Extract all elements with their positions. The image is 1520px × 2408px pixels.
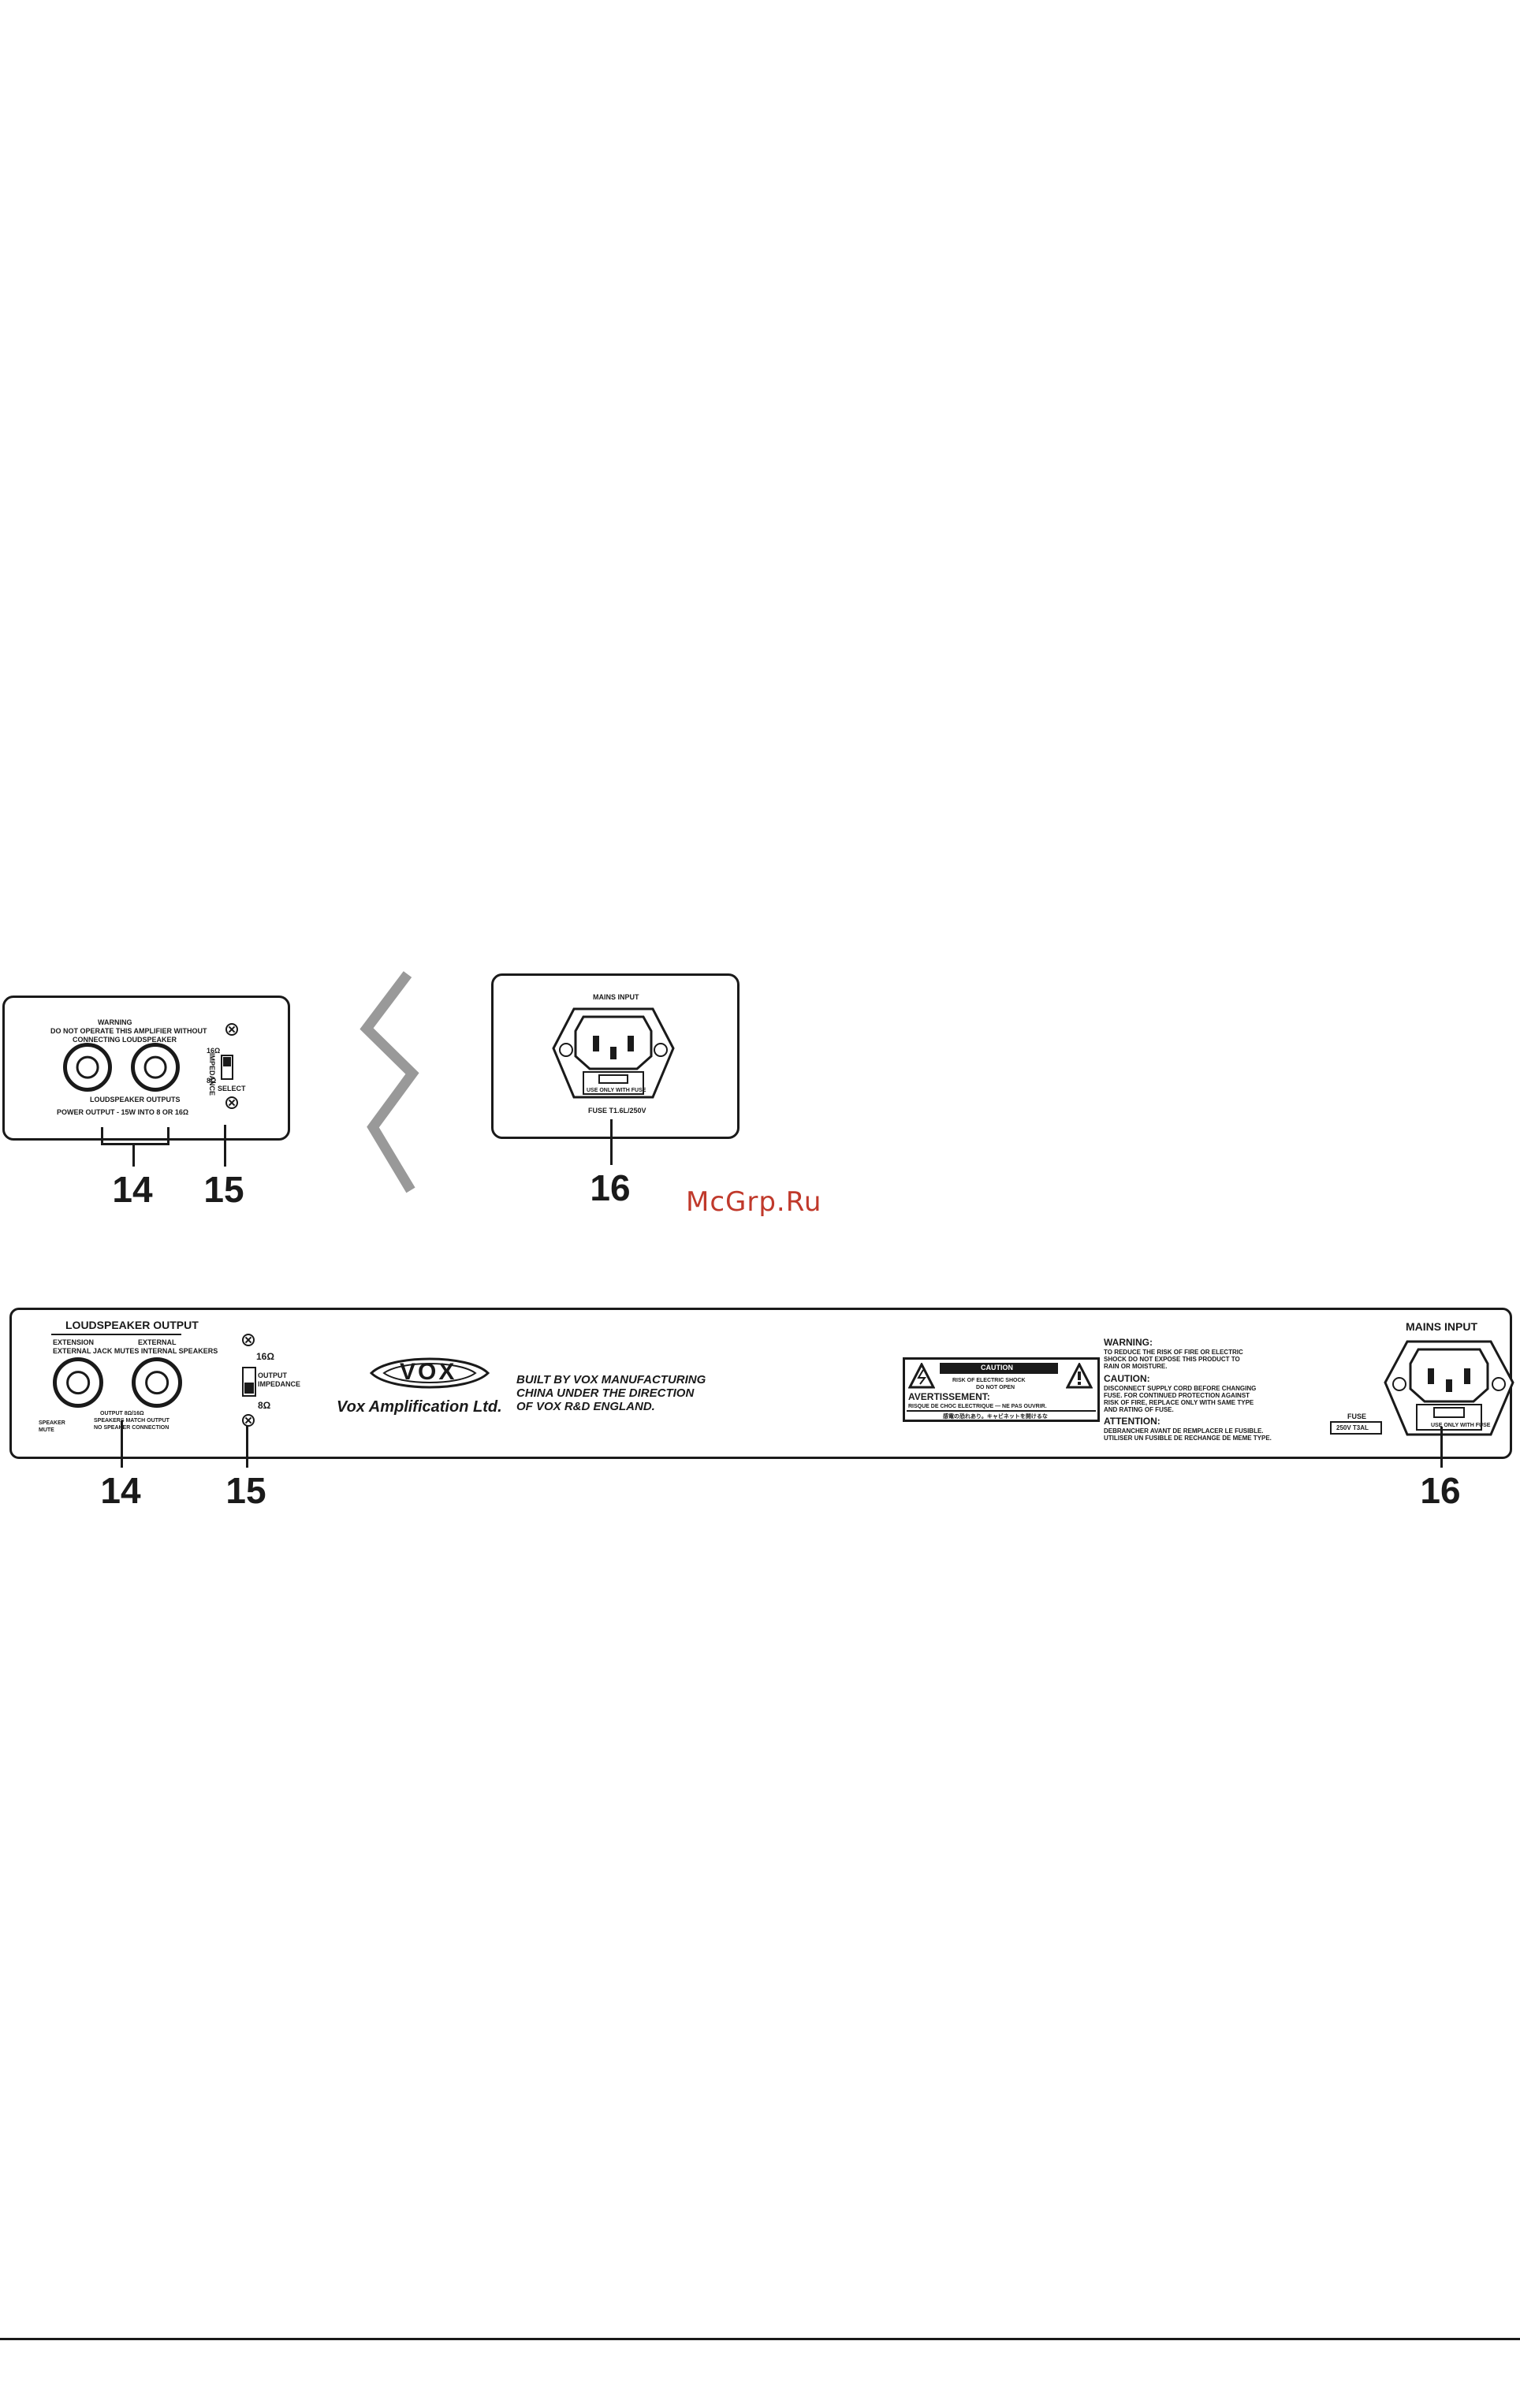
caution-title: CAUTION: [981, 1364, 1013, 1371]
output-note-1: OUTPUT 8Ω/16Ω: [100, 1411, 144, 1416]
break-symbol-icon: [360, 971, 419, 1193]
output-impedance-switch[interactable]: [242, 1367, 256, 1397]
callout-15-top: 15: [203, 1169, 244, 1210]
warning-heading: WARNING:: [1104, 1337, 1153, 1348]
attention-heading: ATTENTION:: [1104, 1416, 1160, 1427]
callout-15-bottom: 15: [225, 1470, 266, 1511]
rear-fuse-value: 250V T3AL: [1336, 1424, 1369, 1431]
company-name: Vox Amplification Ltd.: [337, 1398, 502, 1416]
loudspeaker-outputs-label: LOUDSPEAKER OUTPUTS: [90, 1096, 181, 1104]
vox-logo-text: VOX: [400, 1359, 457, 1385]
caution-text-4: AND RATING OF FUSE.: [1104, 1406, 1174, 1413]
warning-text-1: TO REDUCE THE RISK OF FIRE OR ELECTRIC: [1104, 1349, 1243, 1356]
page-bottom-rule: [0, 2338, 1520, 2340]
rear-callout-14-leader: [121, 1420, 123, 1468]
loudspeaker-output-jack-2[interactable]: [131, 1043, 180, 1092]
caution-text-1: DISCONNECT SUPPLY CORD BEFORE CHANGING: [1104, 1385, 1257, 1392]
callout-14-bracket-right: [167, 1127, 170, 1144]
loudspeaker-output-title: LOUDSPEAKER OUTPUT: [65, 1319, 199, 1331]
caution-label-block: CAUTION RISK OF ELECTRIC SHOCK DO NOT OP…: [903, 1357, 1100, 1422]
callout-14-bracket-left: [101, 1127, 103, 1144]
left-note-1: SPEAKER: [39, 1420, 65, 1426]
built-by-line-1: BUILT BY VOX MANUFACTURING: [516, 1373, 706, 1386]
watermark-text: McGrp.Ru: [686, 1186, 822, 1218]
callout-16-top: 16: [590, 1167, 631, 1208]
rear-callout-16-leader: [1440, 1427, 1443, 1468]
mains-fuse-note: USE ONLY WITH FUSE: [587, 1088, 646, 1093]
power-output-label: POWER OUTPUT - 15W INTO 8 OR 16Ω: [57, 1108, 189, 1116]
extension-label: EXTENSION: [53, 1338, 95, 1346]
impedance-screw-top-icon: [242, 1334, 255, 1346]
warning-line-2: CONNECTING LOUDSPEAKER: [73, 1036, 177, 1044]
callout-15-leader: [224, 1125, 226, 1167]
rear-callout-15-leader: [246, 1425, 248, 1468]
exclamation-warning-icon: [1066, 1363, 1093, 1389]
built-by-line-3: OF VOX R&D ENGLAND.: [516, 1400, 655, 1413]
mains-socket-housing[interactable]: [550, 1006, 676, 1100]
impedance-top-screw-icon: [225, 1023, 238, 1036]
built-by-line-2: CHINA UNDER THE DIRECTION: [516, 1386, 695, 1400]
caution-sub-2: DO NOT OPEN: [976, 1385, 1015, 1390]
external-speaker-jack[interactable]: [132, 1357, 182, 1408]
callout-14-bracket-bar: [101, 1143, 170, 1145]
mains-fuse-rating: FUSE T1.6L/250V: [588, 1107, 646, 1115]
shock-warning-icon: [908, 1363, 935, 1389]
caution-text-2: FUSE. FOR CONTINUED PROTECTION AGAINST: [1104, 1392, 1250, 1399]
impedance-select-switch[interactable]: [221, 1055, 233, 1080]
avertissement-label: AVERTISSEMENT:: [908, 1391, 990, 1402]
callout-14-top: 14: [112, 1169, 153, 1210]
loudspeaker-bracket-bar: [51, 1334, 181, 1335]
loudspeaker-output-jack-1[interactable]: [63, 1043, 112, 1092]
caution-sub-1: RISK OF ELECTRIC SHOCK: [952, 1378, 1026, 1383]
rear-fuse-label: FUSE: [1347, 1412, 1367, 1420]
caution-text-3: RISK OF FIRE, REPLACE ONLY WITH SAME TYP…: [1104, 1399, 1254, 1406]
warning-text-3: RAIN OR MOISTURE.: [1104, 1363, 1168, 1370]
impedance-screw-bottom-icon: [242, 1414, 255, 1427]
external-label: EXTERNAL: [138, 1338, 177, 1346]
warning-title: WARNING: [98, 1018, 132, 1026]
rear-imp-8-label: 8Ω: [258, 1400, 271, 1411]
rear-panel: LOUDSPEAKER OUTPUT EXTENSION EXTERNAL EX…: [9, 1308, 1514, 1459]
rear-fuse-note: USE ONLY WITH FUSE: [1431, 1423, 1491, 1428]
caution-title-bar: CAUTION: [940, 1363, 1058, 1374]
rear-mains-socket[interactable]: [1382, 1338, 1516, 1438]
output-note-2: SPEAKERS MATCH OUTPUT: [94, 1418, 170, 1424]
caution-heading: CAUTION:: [1104, 1373, 1150, 1384]
impedance-8-label: 8Ω: [207, 1077, 217, 1085]
extension-speaker-jack[interactable]: [53, 1357, 103, 1408]
attention-text-1: DEBRANCHER AVANT DE REMPLACER LE FUSIBLE…: [1104, 1427, 1264, 1435]
avertissement-text: RISQUE DE CHOC ELECTRIQUE — NE PAS OUVRI…: [908, 1404, 1047, 1409]
output-impedance-line-2: IMPEDANCE: [258, 1380, 301, 1388]
callout-14-leader: [132, 1143, 135, 1167]
warning-text-2: SHOCK DO NOT EXPOSE THIS PRODUCT TO: [1104, 1356, 1240, 1363]
callout-16-bottom: 16: [1420, 1470, 1461, 1511]
attention-text-2: UTILISER UN FUSIBLE DE RECHANGE DE MEME …: [1104, 1435, 1272, 1442]
impedance-label: IMPEDANCE: [208, 1053, 216, 1096]
top-speaker-output-panel: WARNING DO NOT OPERATE THIS AMPLIFIER WI…: [2, 996, 290, 1141]
callout-14-bottom: 14: [100, 1470, 141, 1511]
output-impedance-line-1: OUTPUT: [258, 1371, 287, 1379]
rear-mains-input-label: MAINS INPUT: [1406, 1320, 1477, 1333]
vox-logo-icon: [369, 1357, 490, 1389]
impedance-16-label: 16Ω: [207, 1047, 221, 1055]
impedance-select-label: SELECT: [218, 1085, 246, 1092]
output-note-3: NO SPEAKER CONNECTION: [94, 1425, 170, 1431]
rear-imp-16-label: 16Ω: [256, 1351, 274, 1362]
rear-fuse-value-box: 250V T3AL: [1330, 1421, 1382, 1435]
jack-mute-note: EXTERNAL JACK MUTES INTERNAL SPEAKERS: [53, 1347, 218, 1355]
mains-input-label: MAINS INPUT: [593, 993, 639, 1001]
left-note-2: MUTE: [39, 1427, 54, 1433]
japanese-warning-text: 感電の恐れあり。キャビネットを開けるな: [943, 1413, 1048, 1420]
warning-line-1: DO NOT OPERATE THIS AMPLIFIER WITHOUT: [50, 1027, 207, 1035]
impedance-bottom-screw-icon: [225, 1096, 238, 1109]
japanese-warning-bar: 感電の恐れあり。キャビネットを開けるな: [907, 1410, 1096, 1421]
callout-16-leader: [610, 1119, 613, 1165]
top-mains-input-panel: MAINS INPUT USE ONLY WITH FUSE FUSE T1.6…: [491, 973, 740, 1139]
